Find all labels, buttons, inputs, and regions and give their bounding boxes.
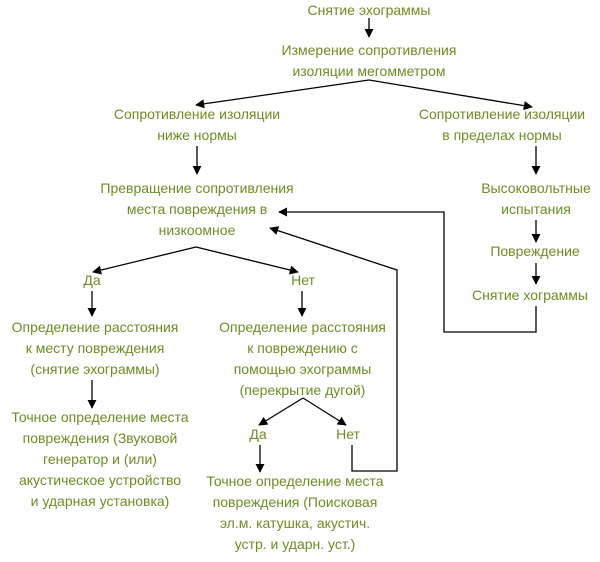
arrow-n2-n3 bbox=[195, 79, 370, 109]
node-take-hogram: Снятие хограммы bbox=[472, 287, 588, 303]
node-exact-location-coil: Точное определение места повреждения (По… bbox=[206, 473, 384, 552]
arrow-n12-n15 bbox=[302, 397, 347, 426]
arrow-n8-n5 bbox=[278, 207, 537, 333]
node-measure-insulation: Измерение сопротивления изоляции мегомме… bbox=[281, 42, 457, 79]
node-convert-resistance: Превращение сопротивления места поврежде… bbox=[100, 180, 294, 238]
node-insulation-below-norm: Сопротивление изоляции ниже нормы bbox=[113, 106, 281, 143]
arrow-n5-n9 bbox=[92, 246, 197, 275]
node-exact-location-sound: Точное определение места повреждения (Зв… bbox=[11, 409, 189, 509]
node-determine-distance-echo: Определение расстояния к месту поврежден… bbox=[11, 319, 179, 377]
label-no-1: Нет bbox=[291, 272, 315, 288]
arrow-n5-n10 bbox=[195, 246, 299, 275]
node-damage: Повреждение bbox=[490, 243, 580, 259]
arrow-n15-n5 bbox=[269, 226, 398, 472]
label-no-2: Нет bbox=[336, 426, 360, 442]
label-yes-2: Да bbox=[249, 426, 267, 442]
arrow-n2-n4 bbox=[368, 79, 533, 111]
node-insulation-within-norm: Сопротивление изоляции в пределах нормы bbox=[418, 106, 586, 143]
node-determine-distance-arc: Определение расстояния к повреждению с п… bbox=[219, 319, 386, 398]
node-take-echogram: Снятие эхограммы bbox=[307, 2, 431, 18]
node-high-voltage-test: Высоковольтные испытания bbox=[481, 180, 591, 217]
arrow-n12-n14 bbox=[258, 397, 304, 426]
label-yes-1: Да bbox=[83, 272, 101, 288]
